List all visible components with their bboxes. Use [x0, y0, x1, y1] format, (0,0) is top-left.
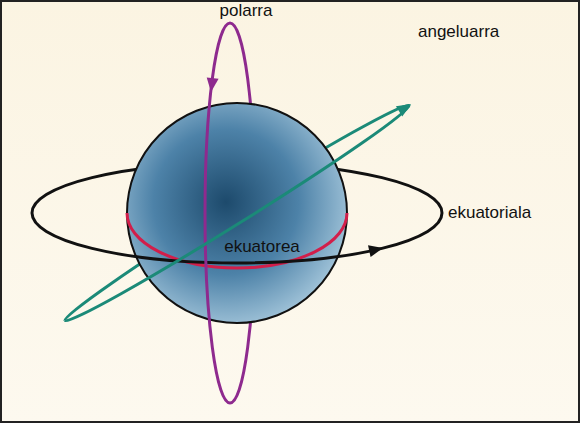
- polar-orbit-front: [205, 23, 230, 403]
- orbit-label: polarra: [220, 1, 273, 21]
- arrowhead: [368, 245, 383, 257]
- inclined-orbit-front: [65, 105, 409, 320]
- orbit-label: ekuatoriala: [448, 203, 531, 223]
- arrowhead: [207, 77, 219, 92]
- arrowhead: [396, 104, 411, 117]
- orbit-label: angeluarra: [418, 22, 499, 42]
- globe: [127, 103, 347, 323]
- equatorial-orbit-front: [32, 213, 442, 263]
- equator-label: ekuatorea: [224, 237, 300, 257]
